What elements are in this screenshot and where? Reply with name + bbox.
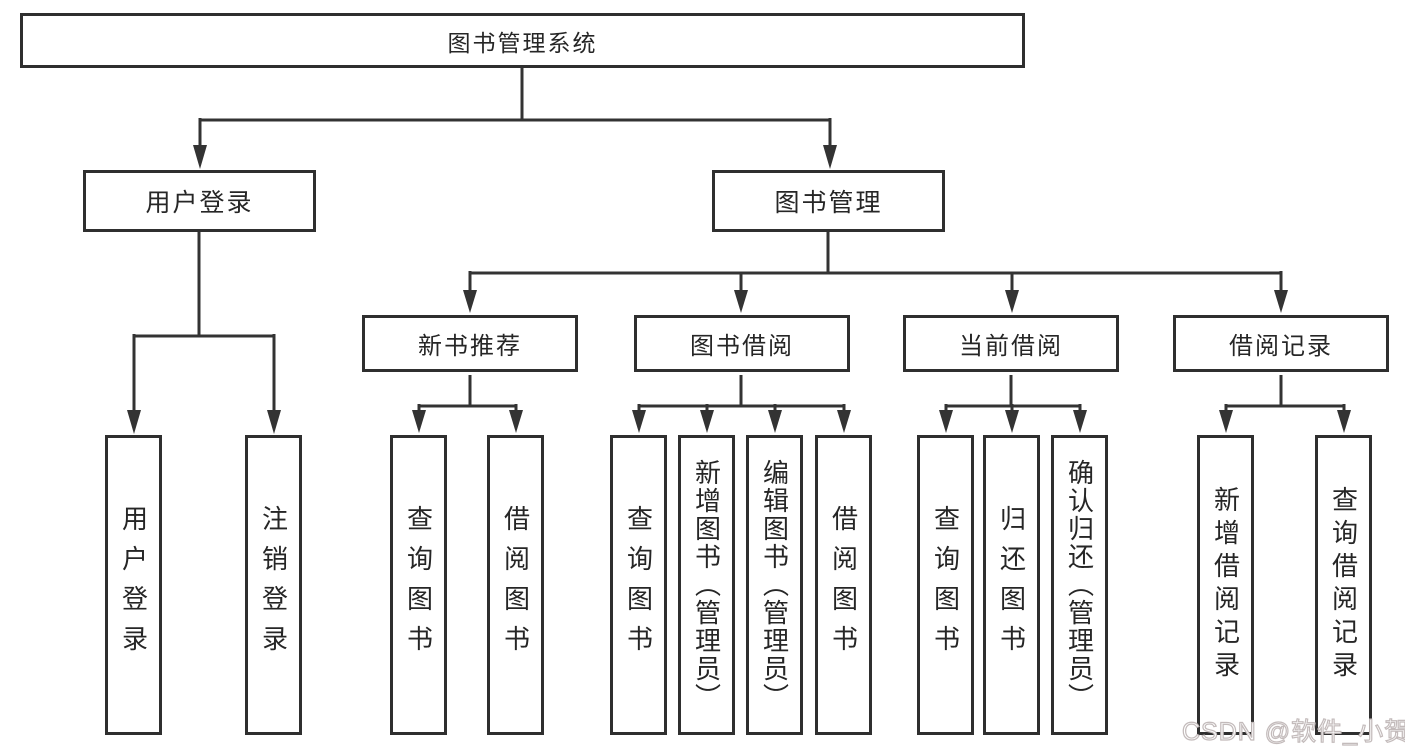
leaf-query-books-recommend: 查询图书 (390, 435, 447, 735)
node-label: 当前借阅 (959, 333, 1063, 360)
node-book-borrow: 图书借阅 (634, 315, 850, 372)
leaf-query-borrow-record: 查询借阅记录 (1315, 435, 1372, 735)
node-label: 用户登录 (118, 505, 149, 665)
node-borrow-records: 借阅记录 (1173, 315, 1389, 372)
node-label: 归还图书 (996, 505, 1027, 665)
node-new-book-recommend: 新书推荐 (362, 315, 578, 372)
node-label: 新增借阅记录 (1210, 486, 1241, 684)
node-label: 查询图书 (930, 505, 961, 665)
leaf-add-books-admin: 新增图书（管理员） (678, 435, 735, 735)
node-current-borrow: 当前借阅 (903, 315, 1119, 372)
node-label: 查询借阅记录 (1328, 486, 1359, 684)
node-label: 确认归还（管理员） (1064, 459, 1095, 711)
node-label: 借阅图书 (828, 505, 859, 665)
node-label: 用户登录 (145, 189, 254, 217)
leaf-borrow-books-recommend: 借阅图书 (487, 435, 544, 735)
node-label: 图书管理系统 (447, 29, 598, 56)
csdn-watermark: CSDN @软件_小贺同学 (1181, 717, 1405, 746)
leaf-user-login: 用户登录 (105, 435, 162, 735)
node-label: 注销登录 (258, 505, 289, 665)
leaf-add-borrow-record: 新增借阅记录 (1197, 435, 1254, 735)
node-label: 借阅记录 (1229, 333, 1333, 360)
node-label: 新书推荐 (418, 333, 522, 360)
node-book-management: 图书管理 (712, 170, 945, 232)
node-label: 新增图书（管理员） (691, 459, 722, 711)
node-user-login: 用户登录 (83, 170, 316, 232)
node-label: 查询图书 (623, 505, 654, 665)
leaf-query-books-borrow: 查询图书 (610, 435, 667, 735)
leaf-borrow-books: 借阅图书 (815, 435, 872, 735)
leaf-logout: 注销登录 (245, 435, 302, 735)
node-label: 查询图书 (403, 505, 434, 665)
node-label: 编辑图书（管理员） (759, 459, 790, 711)
leaf-edit-books-admin: 编辑图书（管理员） (746, 435, 803, 735)
node-label: 借阅图书 (500, 505, 531, 665)
leaf-return-books: 归还图书 (983, 435, 1040, 735)
node-label: 图书管理 (774, 189, 883, 217)
arrowheads (127, 145, 1351, 434)
leaf-query-books-current: 查询图书 (917, 435, 974, 735)
leaf-confirm-return-admin: 确认归还（管理员） (1051, 435, 1108, 735)
node-label: 图书借阅 (690, 333, 794, 360)
node-book-management-system: 图书管理系统 (20, 13, 1025, 68)
